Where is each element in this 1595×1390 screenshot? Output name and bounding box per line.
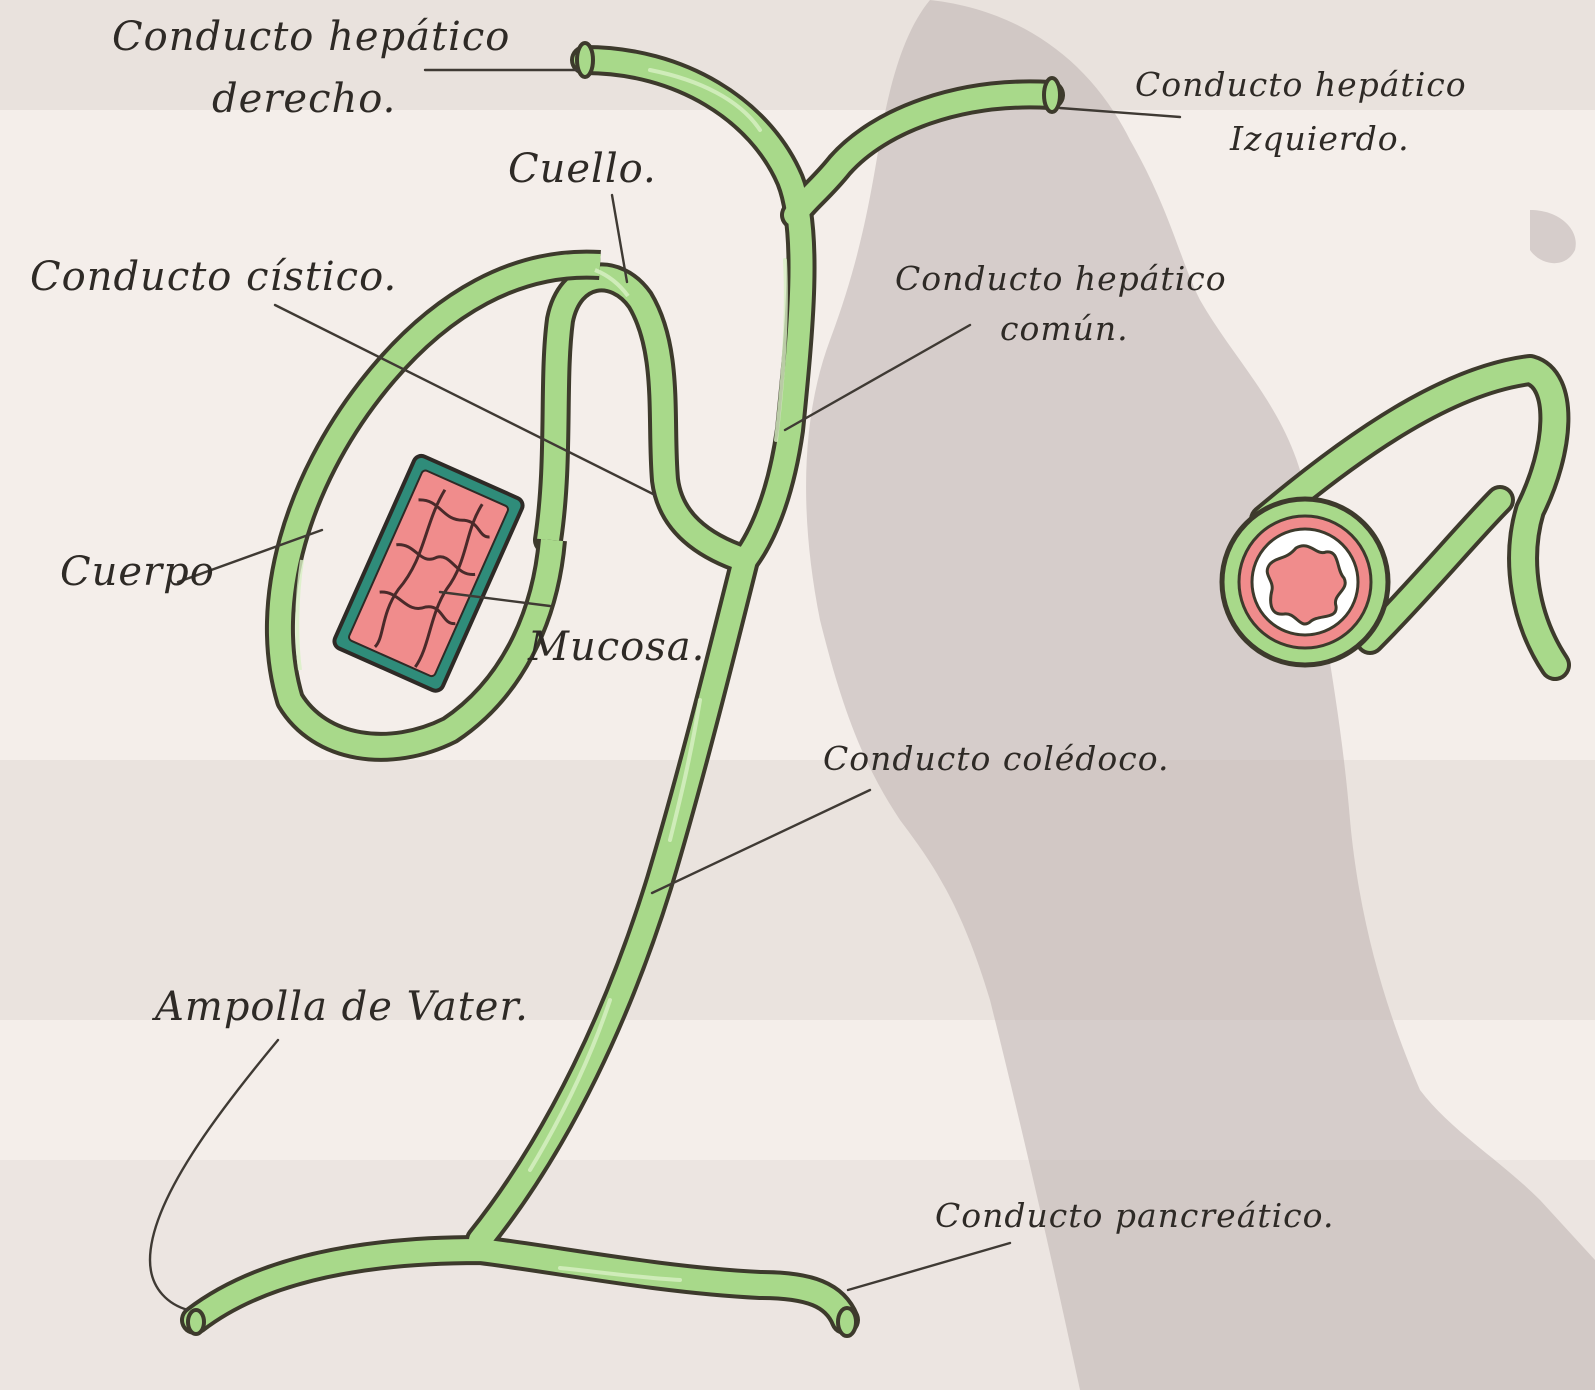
label-common-hepatic-line1: Conducto hepático: [895, 259, 1227, 298]
label-body: Cuerpo: [60, 549, 215, 595]
label-pancreatic: Conducto pancreático.: [935, 1196, 1334, 1235]
label-hepatic-left-line2: Izquierdo.: [1229, 119, 1410, 158]
label-mucosa: Mucosa.: [527, 624, 705, 670]
label-common-hepatic-line2: común.: [1000, 309, 1129, 348]
label-choledochal: Conducto colédoco.: [823, 739, 1170, 778]
label-hepatic-right-line2: derecho.: [212, 76, 396, 122]
label-cystic: Conducto cístico.: [30, 254, 397, 300]
label-hepatic-left-line1: Conducto hepático: [1135, 65, 1467, 104]
label-ampulla: Ampolla de Vater.: [151, 984, 529, 1030]
label-hepatic-right-line1: Conducto hepático: [112, 14, 510, 60]
label-neck: Cuello.: [508, 146, 657, 192]
